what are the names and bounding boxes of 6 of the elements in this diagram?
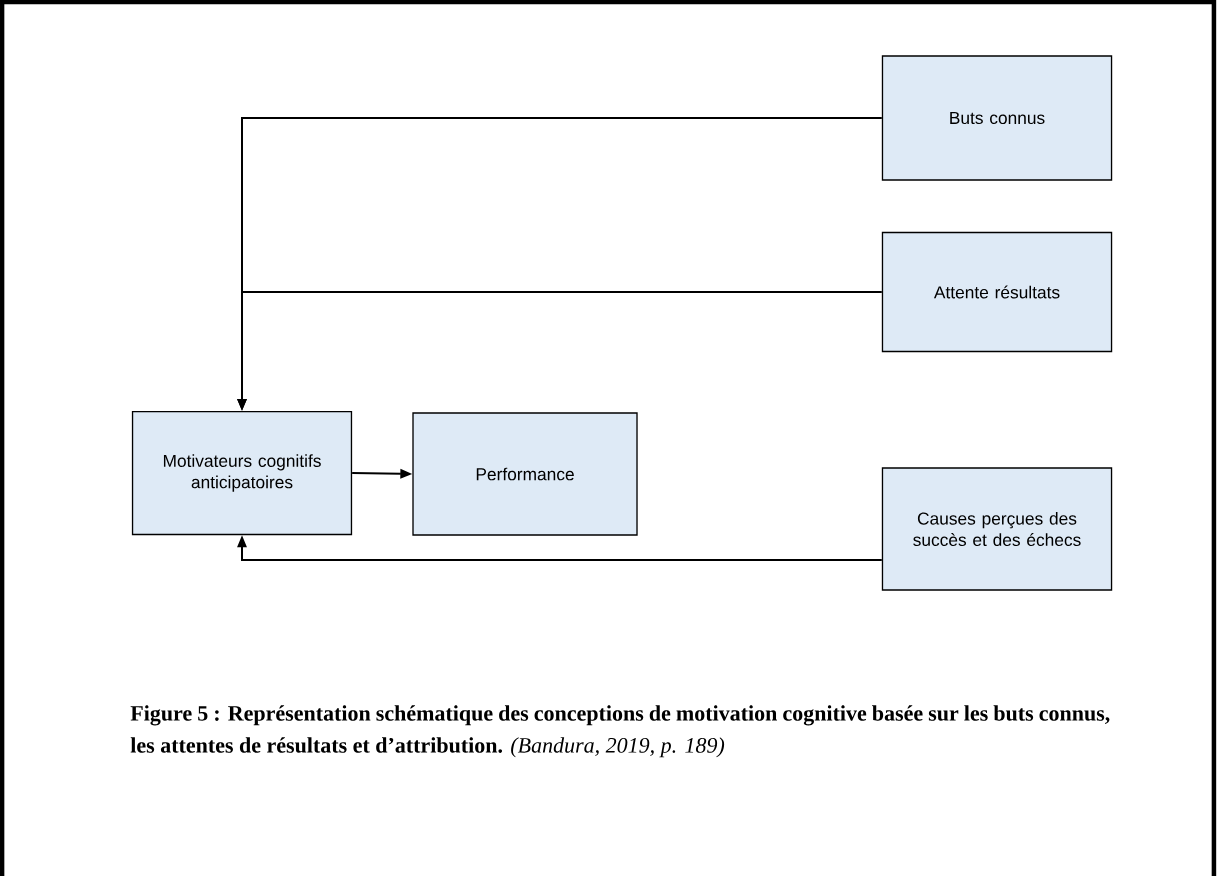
- process-box: Performance: [412, 412, 638, 536]
- process-box: Attente résultats: [881, 231, 1113, 353]
- process-box: Motivateurs cognitifs anticipatoires: [131, 410, 353, 536]
- process-box: Causes perçues des succès et des échecs: [881, 467, 1113, 591]
- figure-caption: Figure 5 : Représentation schématique des conceptions de motivation cognitive basée sur les buts connus, les attentes de résultats et d’attribution. (Bandura, 2019, p. 189): [130, 705, 1110, 758]
- process-box: Buts connus: [881, 55, 1113, 181]
